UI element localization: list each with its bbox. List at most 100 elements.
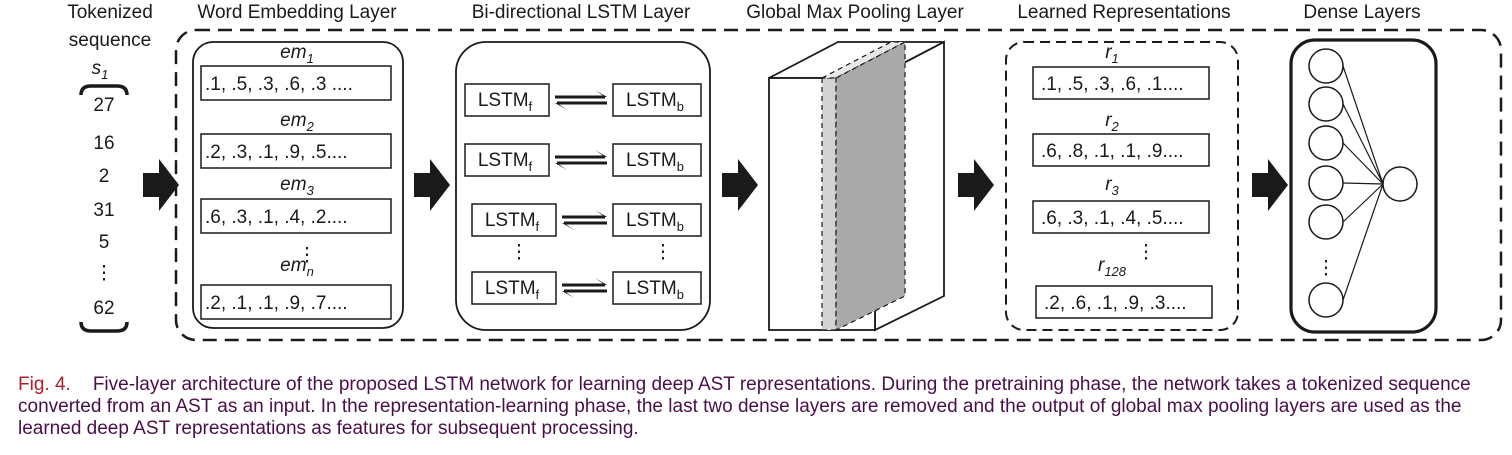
representation-vector-box <box>1035 285 1213 319</box>
caption-label: Fig. 4. <box>18 374 71 395</box>
representations-ellipsis: ⋮ <box>1137 242 1156 263</box>
dense-ellipsis: ⋮ <box>1317 258 1336 279</box>
flow-arrows <box>143 159 1288 211</box>
backward-arrowhead <box>555 103 567 110</box>
representation-vector-box <box>1032 200 1210 234</box>
dense-output-node <box>1382 166 1418 202</box>
embedding-vector-box <box>200 284 392 320</box>
flow-arrow <box>1252 159 1288 211</box>
pooling-slice-side <box>835 41 906 331</box>
dense-input-node <box>1308 125 1344 161</box>
lstm-forward-label: LSTMf <box>478 150 533 174</box>
embedding-vector-box <box>200 65 392 101</box>
dense-input-node <box>1308 86 1344 122</box>
header-learned-representations: Learned Representations <box>1017 2 1230 23</box>
pooling-slice <box>821 77 837 331</box>
embedding-values: .1, .5, .3, .6, .3 .... <box>205 74 353 95</box>
representation-values: .6, .8, .1, .1, .9.... <box>1041 141 1184 162</box>
forward-arrowhead <box>595 210 607 217</box>
flow-arrow <box>414 159 450 211</box>
representation-values: .1, .5, .3, .6, .1.... <box>1041 74 1184 95</box>
backward-arrowhead <box>562 223 574 230</box>
representation-vectors: r1 .1, .5, .3, .6, .1.... r2 .6, .8, .1, .1… <box>1032 42 1213 319</box>
lstm-forward-label: LSTMf <box>478 90 533 114</box>
header-bilstm: Bi-directional LSTM Layer <box>472 2 691 23</box>
dense-input-node <box>1308 204 1344 240</box>
lstm-backward-ellipsis: ⋮ <box>654 242 673 263</box>
lstm-backward-label: LSTMb <box>626 278 684 302</box>
header-word-embedding: Word Embedding Layer <box>197 2 397 23</box>
dense-input-node <box>1308 165 1344 201</box>
lstm-backward-label: LSTMb <box>626 210 684 234</box>
embedding-label: em2 <box>280 110 314 134</box>
dense-network <box>1308 48 1418 318</box>
lstm-forward-cell <box>464 83 550 117</box>
lstm-panel <box>455 41 711 331</box>
lstm-forward-cell <box>471 271 557 305</box>
dense-connection <box>1342 183 1384 223</box>
pooling-cube <box>768 40 945 332</box>
sequence-bottom-bracket <box>79 321 129 333</box>
embedding-values: .2, .1, .1, .9, .7.... <box>205 293 348 314</box>
embedding-vectors: em1 .1, .5, .3, .6, .3 .... em2 .2, .3, .1,… <box>200 42 392 320</box>
embedding-panel <box>192 41 404 329</box>
representation-values: .2, .6, .1, .9, .3.... <box>1044 293 1187 314</box>
representation-vector-box <box>1032 133 1210 167</box>
dense-input-node <box>1308 282 1344 318</box>
lstm-forward-label: LSTMf <box>485 210 540 234</box>
lstm-backward-cell <box>612 83 702 117</box>
representation-label: r2 <box>1105 110 1119 134</box>
lstm-backward-label: LSTMb <box>626 90 684 114</box>
dense-connection <box>1342 103 1384 185</box>
dense-connection <box>1342 182 1384 185</box>
sequence-top-bracket <box>79 84 129 96</box>
representation-label: r3 <box>1105 174 1119 198</box>
dense-input-node <box>1308 48 1344 84</box>
dense-connection <box>1342 183 1384 301</box>
dense-connection <box>1342 142 1384 185</box>
embedding-label: em3 <box>280 174 314 198</box>
forward-arrowhead <box>595 278 607 285</box>
lstm-forward-label: LSTMf <box>485 278 540 302</box>
backward-arrowhead <box>555 163 567 170</box>
lstm-backward-cell <box>612 143 702 177</box>
header-sequence: sequence <box>69 30 151 51</box>
embedding-values: .2, .3, .1, .9, .5.... <box>205 142 348 163</box>
embedding-vector-box <box>200 133 392 169</box>
token-value: ⋮ <box>95 263 114 284</box>
token-list: 27 16 2 31 5 ⋮ 62 <box>93 95 114 319</box>
representation-vector-box <box>1032 66 1210 100</box>
embedding-vector-box <box>200 198 392 234</box>
flow-arrow <box>143 159 179 211</box>
caption-text: Five-layer architecture of the proposed … <box>18 374 1471 439</box>
forward-arrowhead <box>595 150 607 157</box>
dense-panel <box>1289 38 1438 334</box>
lstm-forward-cell <box>464 143 550 177</box>
lstm-forward-ellipsis: ⋮ <box>510 242 529 263</box>
token-value: 31 <box>93 200 114 221</box>
figure-caption: Fig. 4.Five-layer architecture of the pr… <box>18 374 1504 440</box>
representation-values: .6, .3, .1, .4, .5.... <box>1041 208 1184 229</box>
representations-panel <box>1005 41 1239 331</box>
token-value: 16 <box>93 133 114 154</box>
header-tokenized: Tokenized <box>67 2 153 23</box>
token-value: 27 <box>93 95 114 116</box>
header-dense-layers: Dense Layers <box>1303 2 1420 23</box>
architecture-diagram: Tokenized sequence Word Embedding Layer … <box>67 2 1503 342</box>
forward-arrowhead <box>595 90 607 97</box>
token-value: 62 <box>93 298 114 319</box>
lstm-backward-cell <box>612 271 702 305</box>
token-value: 5 <box>99 232 110 253</box>
representation-label: r128 <box>1098 255 1127 279</box>
backward-arrowhead <box>562 291 574 298</box>
flow-arrow <box>722 159 758 211</box>
lstm-backward-label: LSTMb <box>626 150 684 174</box>
flow-arrow <box>958 159 994 211</box>
token-value: 2 <box>99 166 110 187</box>
embedding-label: em1 <box>280 42 314 66</box>
sequence-name: s1 <box>92 58 109 82</box>
dense-connection <box>1342 65 1384 185</box>
representation-label: r1 <box>1105 42 1119 66</box>
embedding-label: emn <box>280 255 314 279</box>
